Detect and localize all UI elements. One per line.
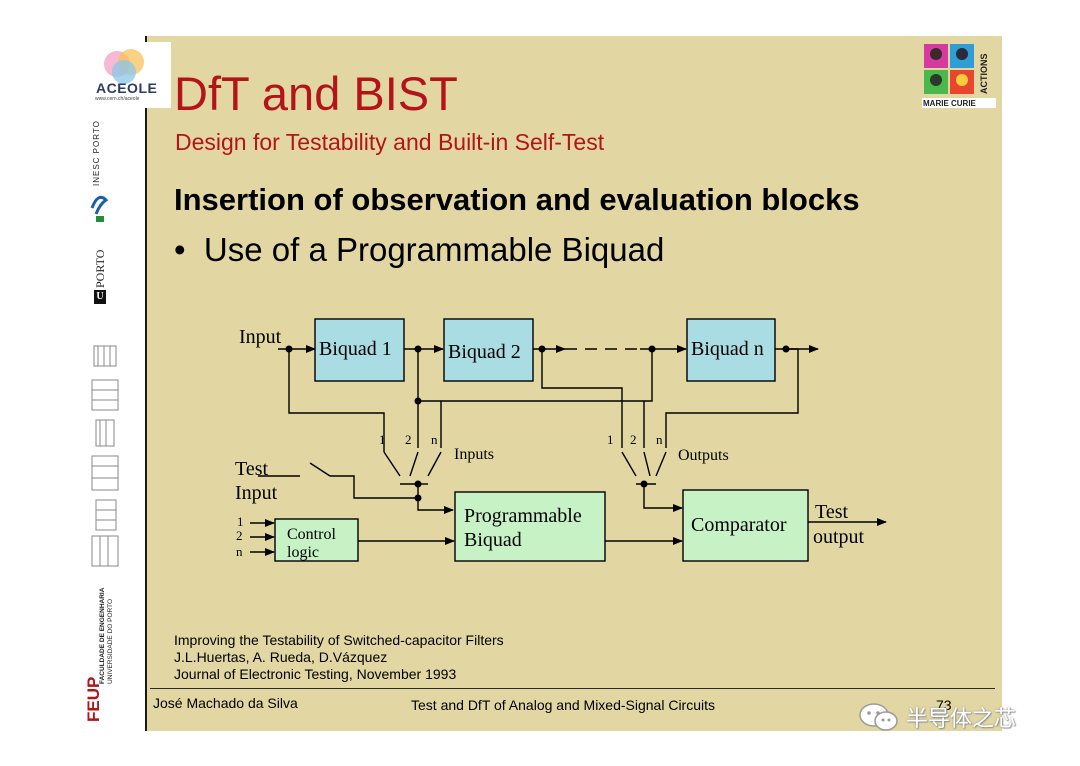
junction-dot — [285, 345, 293, 353]
biquad-n-block — [686, 318, 776, 382]
biquad-1-block — [314, 318, 405, 382]
junction-dot — [538, 345, 546, 353]
references: Improving the Testability of Switched-ca… — [174, 632, 504, 683]
tap-input-1 — [288, 349, 385, 448]
in-switch-n-label: n — [431, 432, 438, 447]
input-label: Input — [239, 326, 282, 348]
output-switch-n — [655, 451, 667, 477]
test-output-label-2: output — [813, 526, 865, 548]
programmable-biquad-label-2: Biquad — [464, 529, 522, 551]
out-switch-n-label: n — [656, 432, 663, 447]
comparator-block — [682, 489, 809, 562]
marie-curie-label: MARIE CURIE — [923, 99, 976, 108]
bullet-text: Use of a Programmable Biquad — [203, 231, 665, 268]
junction-dot — [640, 480, 648, 488]
ctrl-in-1-label: 1 — [237, 514, 244, 529]
test-input-label-1: Test — [235, 458, 268, 480]
biquad-2-label: Biquad 2 — [448, 341, 521, 363]
output-switch-2 — [643, 451, 651, 477]
bullet-marker: • — [174, 231, 186, 268]
reference-journal: Journal of Electronic Testing, November … — [174, 666, 457, 682]
left-logo-strip — [79, 36, 147, 731]
watermark: 半导体之芯 — [858, 700, 1016, 734]
footer-divider — [150, 688, 995, 689]
in-switch-1-label: 1 — [379, 432, 386, 447]
slide-background — [79, 36, 1002, 731]
tap-input-n — [418, 349, 653, 402]
feup-building-icon — [91, 345, 119, 567]
input-switch-2 — [409, 451, 419, 477]
slide-title: DfT and BIST — [174, 67, 458, 120]
inputs-to-prog-wire — [400, 483, 454, 514]
control-logic-block — [274, 518, 359, 562]
inputs-label: Inputs — [454, 446, 494, 463]
reference-authors: J.L.Huertas, A. Rueda, D.Vázquez — [174, 649, 388, 665]
section-heading: Insertion of observation and evaluation … — [174, 182, 860, 217]
biquad-1-label: Biquad 1 — [319, 338, 392, 360]
control-logic-label-1: Control — [287, 526, 336, 543]
watermark-text: 半导体之芯 — [906, 707, 1017, 732]
test-input-switch — [309, 462, 331, 477]
aceole-url: www.cern.ch/aceole — [95, 96, 140, 102]
biquad-2-block — [443, 318, 534, 382]
control-logic-label-2: logic — [287, 544, 319, 561]
out-switch-1-label: 1 — [607, 432, 614, 447]
marie-curie-logo: MARIE CURIE ACTIONS — [922, 42, 996, 108]
junction-dot — [782, 345, 790, 353]
footer-course: Test and DfT of Analog and Mixed-Signal … — [411, 697, 716, 713]
inesc-logo-icon — [90, 195, 109, 222]
junction-dot — [414, 494, 422, 502]
output-switch-1 — [621, 451, 637, 477]
out-switch-2-label: 2 — [630, 432, 637, 447]
junction-dot — [414, 345, 422, 353]
uporto-mark: U — [94, 290, 106, 304]
biquad-n-label: Biquad n — [691, 338, 764, 360]
input-switch-1 — [383, 451, 401, 477]
programmable-biquad-label-1: Programmable — [464, 505, 582, 527]
ctrl-in-2-label: 2 — [236, 528, 243, 543]
comparator-label: Comparator — [691, 514, 787, 536]
outputs-label: Outputs — [678, 447, 729, 464]
aceole-name: ACEOLE — [96, 80, 158, 96]
in-switch-2-label: 2 — [405, 432, 412, 447]
slide-subtitle: Design for Testability and Built-in Self… — [175, 129, 605, 155]
test-output-label-1: Test — [815, 501, 848, 523]
input-switch-n — [427, 451, 442, 477]
footer-author: José Machado da Silva — [153, 695, 298, 711]
junction-dot — [414, 480, 422, 488]
junction-dot — [648, 345, 656, 353]
programmable-biquad-block — [454, 491, 606, 562]
tap-output-1 — [541, 349, 623, 448]
page-number: 73 — [936, 697, 952, 713]
reference-title: Improving the Testability of Switched-ca… — [174, 632, 504, 648]
outputs-to-comparator-wire — [643, 484, 683, 512]
bullet-item: • Use of a Programmable Biquad — [174, 231, 664, 269]
ctrl-in-n-label: n — [236, 544, 243, 559]
left-strip-divider — [145, 36, 147, 731]
tap-output-n — [665, 348, 799, 448]
wechat-icon — [859, 703, 898, 731]
aceole-logo — [79, 42, 171, 108]
marie-curie-portraits-icon — [922, 44, 996, 108]
junction-dot — [414, 397, 422, 405]
aceole-circles-icon — [104, 49, 144, 84]
test-input-label-2: Input — [235, 482, 278, 504]
